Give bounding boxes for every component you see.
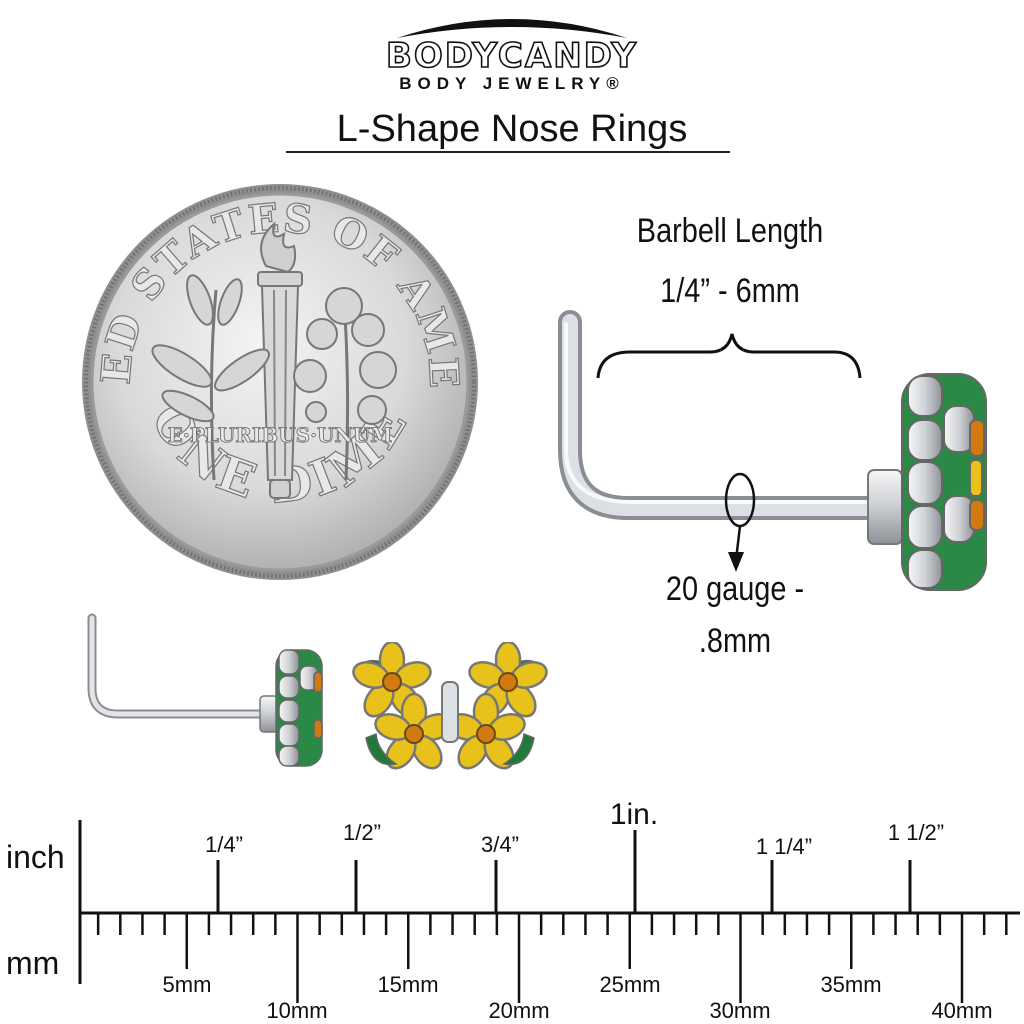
small-flower-top-icon [275,649,323,767]
mm-label-20: 20mm [488,998,549,1023]
mm-label-10: 10mm [266,998,327,1023]
mm-label-5: 5mm [163,972,212,997]
measurement-callouts [596,333,862,572]
barbell-length-label: Barbell Length [636,212,824,250]
flower-front-view [352,642,548,774]
inch-unit-label: inch [6,839,65,875]
inch-label-one: 1in. [610,800,658,831]
measurement-ruler: inch mm 1/4” 1/2” 3/4” 1in. 1 1/4” 1 1/2… [6,800,1020,1023]
brand-name: BODYCANDY [385,35,639,77]
large-nose-ring-illustration [558,310,987,591]
torch-icon [257,221,303,499]
olive-branch-icon [151,274,270,481]
mm-label-25: 25mm [599,972,660,997]
inch-label-one-quarter: 1 1/4” [756,834,812,859]
inch-label-one-half: 1 1/2” [888,820,944,845]
mm-label-30: 30mm [709,998,770,1023]
inch-label-quarter: 1/4” [205,832,243,857]
barbell-length-value: 1/4” - 6mm [660,272,800,310]
small-nose-ring-illustration [87,613,323,767]
dime-coin: UNITED STATES OF AMERICA ONE DIME E·PLUR… [78,180,478,580]
oak-branch-icon [293,287,397,481]
product-title: L-Shape Nose Rings [336,108,688,150]
mm-ticks [96,913,1008,1003]
mm-label-15: 15mm [377,972,438,997]
gauge-value: .8mm [698,622,772,660]
inch-label-three-quarter: 3/4” [481,832,519,857]
title-underline [286,151,730,153]
mm-label-40: 40mm [931,998,992,1023]
mm-unit-label: mm [6,945,59,981]
gauge-label: 20 gauge - [665,570,805,608]
mm-label-35: 35mm [820,972,881,997]
flower-top-icon [901,373,987,591]
coin-motto: E·PLURIBUS·UNUM [168,423,393,447]
brand-subtitle: BODY JEWELRY® [399,74,625,93]
inch-label-half: 1/2” [343,820,381,845]
brand-logo-arc [397,19,627,38]
